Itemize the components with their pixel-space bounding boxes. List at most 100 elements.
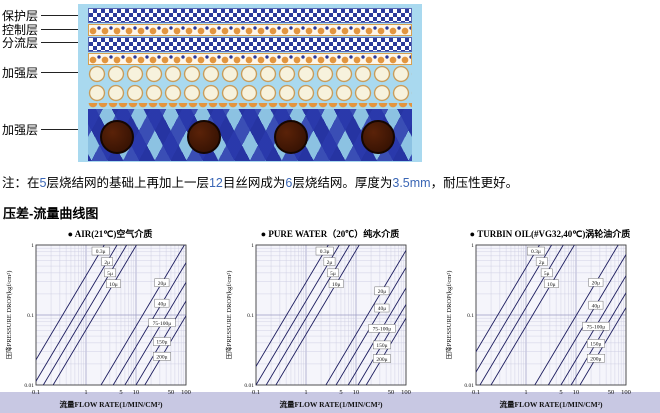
series-label: 200μ [156,354,167,360]
series-line [52,245,137,385]
note-highlight: 5 [39,176,47,190]
layer-label-reinforce-1: 加强层 [2,64,78,81]
y-tick-label: 0.01 [244,383,254,389]
series-label: 150μ [156,340,167,346]
series-line [42,245,128,385]
series-line [112,261,186,385]
series-label-box [328,279,344,288]
weave-knot [361,120,395,154]
leader-line [41,129,78,130]
chart-title: ● TURBIN OIL(#VG32,40℃)涡轮油介质 [469,229,631,239]
x-axis-label: 流量FLOW RATE(1/MIN/CM²) [279,399,383,409]
sinter-mesh-cross-section-image [78,4,422,162]
series-label: 0.3μ [96,249,106,255]
section-title: 压差-流量曲线图 [3,206,99,221]
series-label-box [368,324,396,333]
series-label-box [588,278,604,287]
leader-line [41,42,78,43]
protective-mesh-band [88,8,412,23]
series-line [570,291,626,385]
y-tick-label: 1 [471,243,474,249]
layer-label-text: 控制层 [2,23,39,37]
series-label-box [373,354,391,363]
series-label-box [323,257,336,266]
layer-label-text: 分流层 [2,36,39,50]
series-label-box [104,268,116,278]
series-label-box [106,279,121,288]
series-label-box [101,257,114,266]
series-line [256,245,340,385]
series-label: 5μ [107,271,113,277]
series-label: 10μ [332,282,341,288]
y-tick-label: 0.1 [27,313,34,319]
note-segment: 层烧结网的基础上再加上一层 [46,176,209,190]
series-lines [476,245,626,385]
x-tick-label: 0.1 [472,389,480,396]
series-label: 0.3μ [320,249,330,255]
series-line [547,253,626,385]
sinter-mesh-diagram-section: 保护层 控制层 分流层 加强层 加强层 [0,0,660,168]
layer-label-control: 控制层 [2,21,78,38]
x-tick-label: 5 [339,389,342,396]
x-tick-label: 0.1 [32,389,40,396]
note-segment: 目丝网成为 [222,176,286,190]
y-tick-label: 0.1 [467,313,474,319]
series-label: 2μ [104,260,110,266]
y-tick-label: 1 [251,243,254,249]
series-label: 200μ [376,357,387,363]
x-tick-label: 10 [133,389,140,396]
series-line [534,245,619,385]
y-tick-label: 1 [31,243,34,249]
weave-knot [187,120,221,154]
layer-label-distribution: 分流层 [2,34,78,51]
series-line [335,266,406,385]
series-label-box [582,322,610,331]
x-tick-label: 10 [353,389,360,396]
series-line [490,245,575,385]
series-line [560,274,626,385]
series-label-box [543,279,559,288]
x-tick-label: 1 [304,389,307,396]
series-line [144,314,186,385]
x-tick-label: 100 [621,389,631,396]
x-axis-label: 流量FLOW RATE(1/MIN/CM²) [59,399,163,409]
series-label-box [315,246,334,256]
layer-label-text: 加强层 [2,66,39,80]
series-line [325,249,406,385]
y-tick-label: 0.01 [24,383,34,389]
series-label: 10μ [109,282,118,288]
series-label: 5μ [544,271,550,277]
series-label-box [586,339,605,348]
x-tick-label: 10 [573,389,580,396]
series-label-box [154,298,170,308]
weave-knot [274,120,308,154]
chart-title: ● PURE WATER（20℃）纯水介质 [260,229,400,239]
series-label-box [540,268,553,278]
x-tick-label: 5 [119,389,122,396]
x-tick-label: 50 [168,389,175,396]
reinforce-coarse-mesh-band [88,65,412,103]
series-label-box [374,286,390,296]
series-label: 200μ [590,356,601,362]
series-label: 150μ [376,343,387,349]
series-label-box [373,340,391,350]
series-label: 20μ [592,281,601,287]
note-highlight: 6 [285,176,293,190]
series-label-box [153,337,171,346]
y-axis-label: 压降PRESSURE DROP(kgf/cm²) [444,271,453,360]
layer-label-reinforce-2: 加强层 [2,121,78,138]
series-label: 40μ [592,303,601,309]
distribution-mesh-band [88,37,412,52]
layer-label-text: 保护层 [2,9,39,23]
series-line [476,245,540,353]
weave-knot [100,120,134,154]
series-label-box [153,352,171,361]
note-segment: ，耐压性更好。 [430,176,519,190]
bottom-band [0,392,660,413]
